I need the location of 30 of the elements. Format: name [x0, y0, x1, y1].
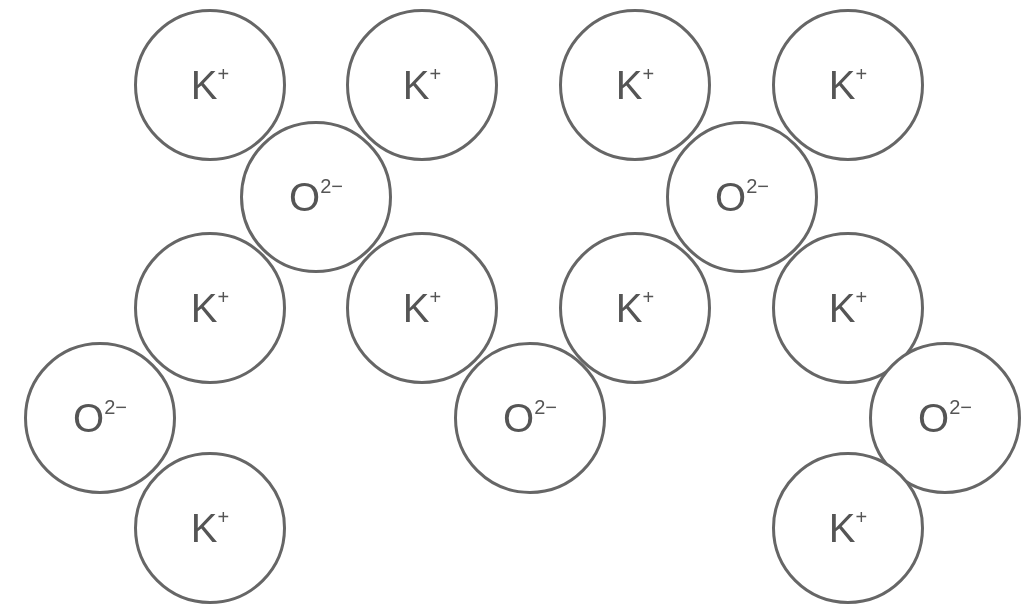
ion-label: K$^{+}$ — [190, 285, 230, 331]
ion-circle — [666, 121, 818, 273]
ion-label: O$^{2−}$ — [73, 395, 127, 441]
ion-label: K$^{+}$ — [190, 62, 230, 108]
ion-label: K$^{+}$ — [828, 285, 868, 331]
ion-label: O$^{2−}$ — [715, 174, 769, 220]
ion-circle — [134, 9, 286, 161]
ion-circle — [559, 232, 711, 384]
ion-label: K$^{+}$ — [828, 505, 868, 551]
ion-circle — [454, 342, 606, 494]
ion-circle — [559, 9, 711, 161]
ion-circle — [134, 232, 286, 384]
ion-label: K$^{+}$ — [828, 62, 868, 108]
ion-circle — [24, 342, 176, 494]
ion-label: K$^{+}$ — [615, 285, 655, 331]
ion-circle — [346, 232, 498, 384]
ion-circle — [772, 232, 924, 384]
ion-label: O$^{2−}$ — [289, 174, 343, 220]
ion-label: K$^{+}$ — [190, 505, 230, 551]
ion-circle — [772, 452, 924, 604]
ion-circle — [134, 452, 286, 604]
ion-label: O$^{2−}$ — [918, 395, 972, 441]
ion-label: O$^{2−}$ — [503, 395, 557, 441]
ion-label: K$^{+}$ — [402, 62, 442, 108]
ion-circle — [346, 9, 498, 161]
ion-circle — [772, 9, 924, 161]
ion-circle — [240, 121, 392, 273]
ion-circle — [869, 342, 1021, 494]
ion-label: K$^{+}$ — [615, 62, 655, 108]
ion-label: K$^{+}$ — [402, 285, 442, 331]
